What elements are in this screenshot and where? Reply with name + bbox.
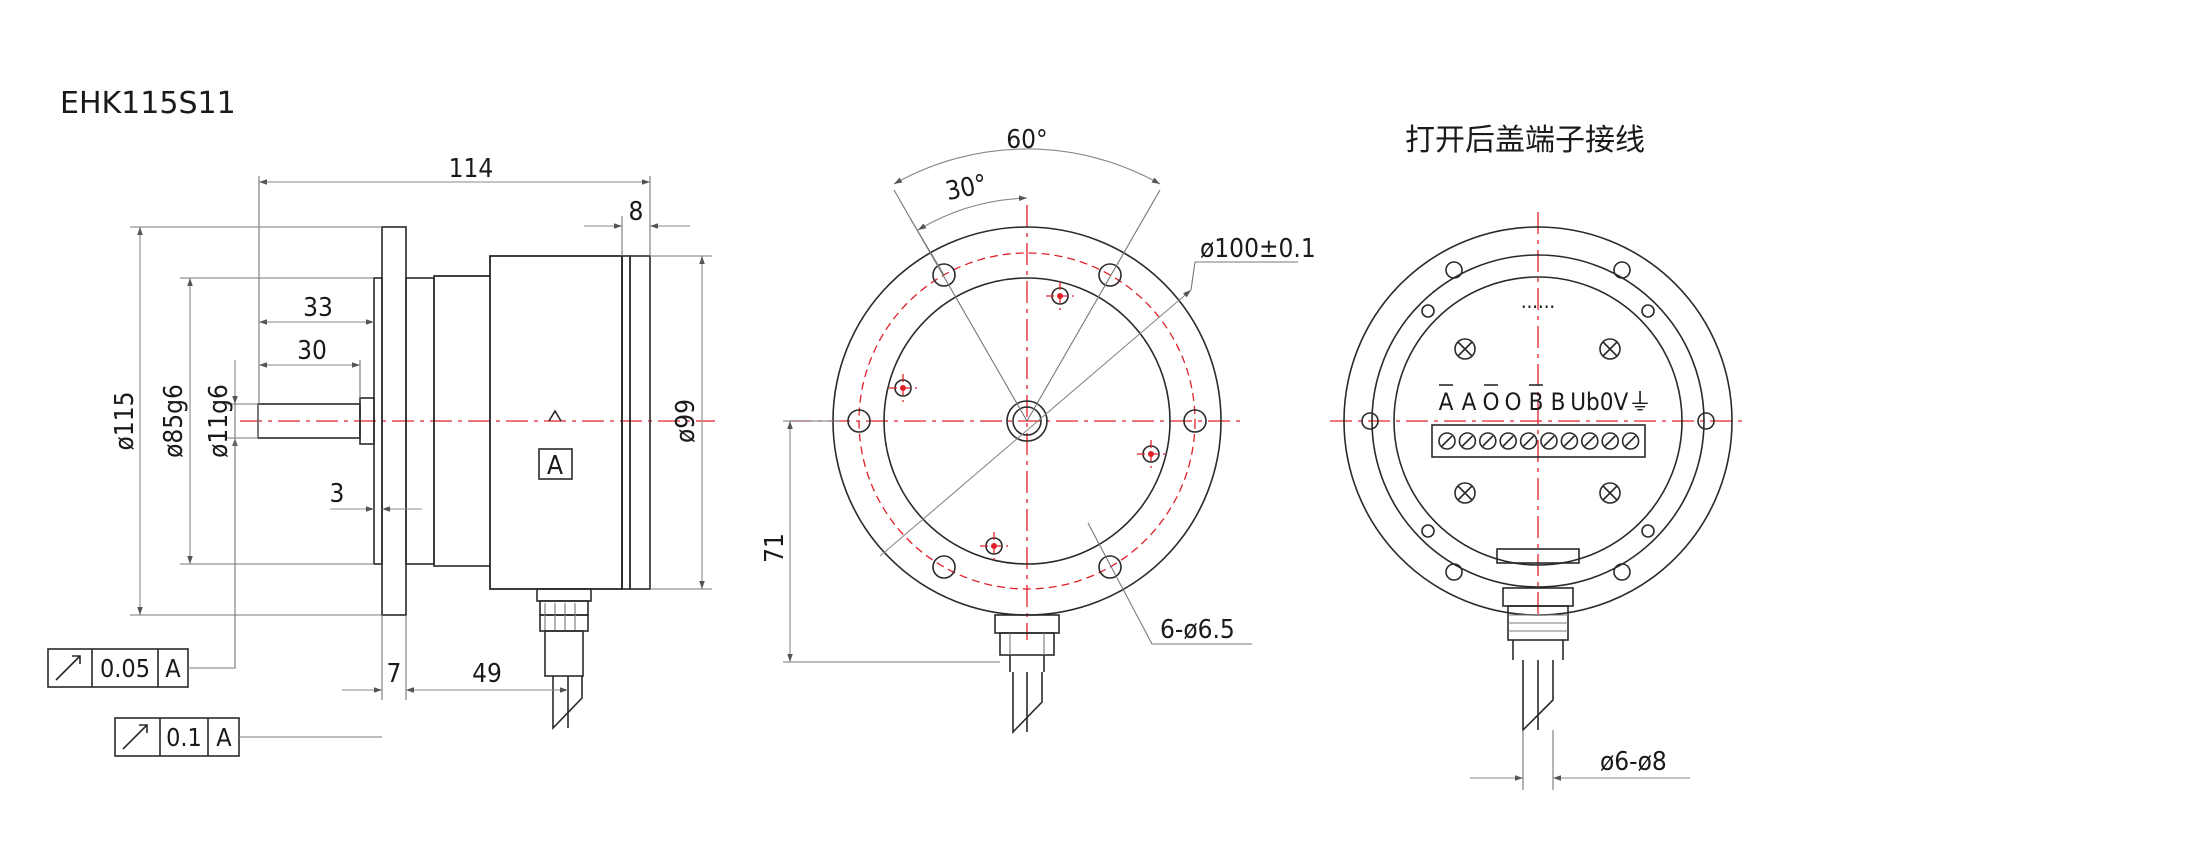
terminal-screws xyxy=(1438,432,1640,450)
dim-angle-60: 60° xyxy=(1006,125,1047,155)
terminal-screw-slot xyxy=(1604,435,1616,447)
terminal-label: O xyxy=(1505,388,1522,416)
terminal-screw-icon xyxy=(1479,432,1497,450)
side-view: A 114 8 33 30 3 xyxy=(47,154,715,757)
terminal-label: A xyxy=(1462,388,1477,416)
dim-length-33: 33 xyxy=(303,293,333,323)
terminal-label: ⏚ xyxy=(1628,388,1652,416)
dim-dia-115: ø115 xyxy=(110,392,140,451)
runout-arrow-icon xyxy=(55,655,81,681)
tolerance-2-value: 0.1 xyxy=(166,723,202,752)
runout-arrow-icon xyxy=(122,724,148,750)
model-title: EHK115S11 xyxy=(60,86,236,121)
terminal-dots: ...... xyxy=(1521,289,1555,313)
terminal-screw-icon xyxy=(1560,432,1579,450)
terminal-label: A xyxy=(1439,388,1454,416)
terminal-screw-slot xyxy=(1584,435,1596,447)
tolerance-1-value: 0.05 xyxy=(100,654,150,683)
tolerance-1-datum: A xyxy=(165,654,181,683)
terminal-label: B xyxy=(1551,388,1566,416)
terminal-screw-slot xyxy=(1625,435,1637,447)
dim-length-114: 114 xyxy=(449,154,494,184)
terminal-label: Ub xyxy=(1570,388,1600,416)
dim-holes: 6-ø6.5 xyxy=(1160,615,1235,645)
terminal-screw-slot xyxy=(1441,435,1453,447)
dim-length-49: 49 xyxy=(472,659,502,689)
terminal-block xyxy=(1431,424,1646,458)
terminal-screw-icon xyxy=(1621,432,1640,450)
dim-pcd: ø100±0.1 xyxy=(1200,234,1316,264)
terminal-screw-slot xyxy=(1461,435,1473,447)
terminal-label: B xyxy=(1529,388,1544,416)
terminal-screw-slot xyxy=(1502,435,1514,447)
tolerance-2-datum: A xyxy=(216,723,232,752)
datum-label: A xyxy=(547,451,563,481)
dim-angle-30: 30° xyxy=(943,169,990,207)
runout-tolerance-2: 0.1 A xyxy=(114,717,382,757)
terminal-label: O xyxy=(1483,388,1500,416)
terminal-label: 0V xyxy=(1600,388,1629,416)
terminal-screw-icon xyxy=(1581,432,1599,450)
dim-dia-99: ø99 xyxy=(671,399,701,443)
dim-length-7: 7 xyxy=(387,659,402,689)
terminal-screw-icon xyxy=(1458,432,1477,450)
terminal-screw-icon xyxy=(1519,432,1538,450)
dim-dia-11: ø11g6 xyxy=(204,384,234,458)
dim-height-71: 71 xyxy=(760,533,790,563)
rear-view-title: 打开后盖端子接线 xyxy=(1405,123,1645,158)
dim-length-30: 30 xyxy=(297,336,327,366)
dim-dia-85: ø85g6 xyxy=(159,384,189,458)
terminal-screw-icon xyxy=(1601,432,1619,450)
terminal-screw-slot xyxy=(1482,435,1494,447)
terminal-screw-slot xyxy=(1523,435,1535,447)
terminal-screw-icon xyxy=(1499,432,1517,450)
dim-length-8: 8 xyxy=(629,197,644,227)
front-view: 60° 30° ø100±0.1 6-ø6.5 71 xyxy=(760,125,1316,734)
datum-box xyxy=(538,448,573,480)
runout-tolerance-1: 0.05 A xyxy=(47,404,236,688)
terminal-screw-icon xyxy=(1438,432,1456,450)
terminal-screw-slot xyxy=(1563,435,1575,447)
dim-length-3: 3 xyxy=(330,479,345,509)
terminal-screw-slot xyxy=(1543,435,1555,447)
terminal-screw-icon xyxy=(1540,432,1558,450)
dim-cable: ø6-ø8 xyxy=(1600,747,1667,777)
